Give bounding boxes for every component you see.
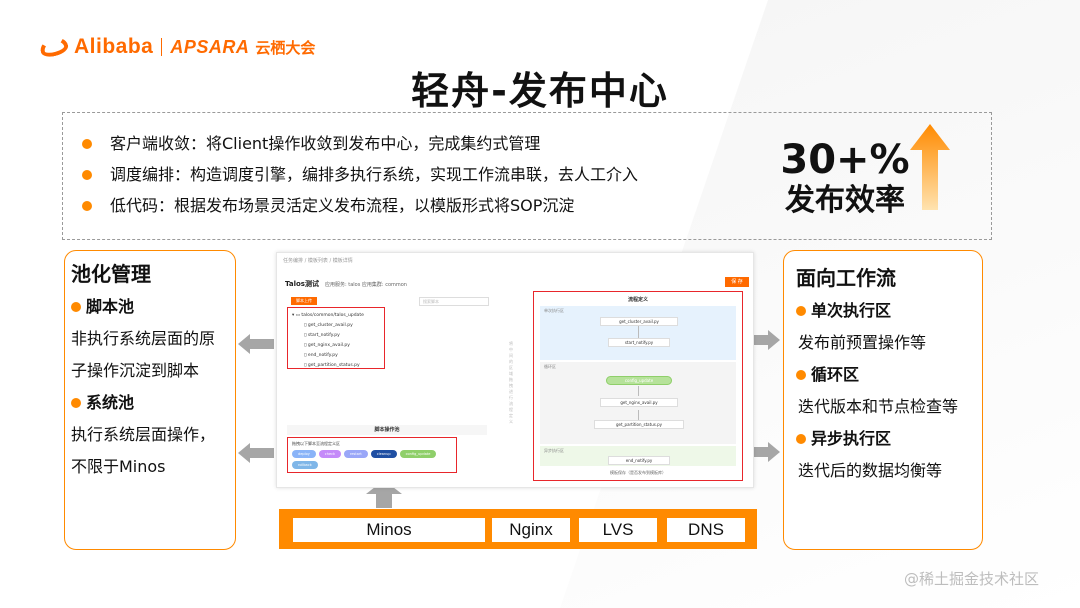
breadcrumb: 任务编排 / 模板列表 / 模板详情 xyxy=(283,258,353,264)
script-chip[interactable]: check xyxy=(318,450,342,458)
file-icon: ▯ xyxy=(304,323,308,328)
script-chip[interactable]: deploy xyxy=(292,450,316,458)
section-line: 非执行系统层面的原 xyxy=(71,329,216,348)
feature-item: 客户端收敛：将Client操作收敛到发布中心，完成集约式管理 xyxy=(82,128,638,159)
script-chip[interactable]: rollback xyxy=(292,461,318,469)
flow-connector xyxy=(638,324,639,338)
feature-list: 客户端收敛：将Client操作收敛到发布中心，完成集约式管理 调度编排：构造调度… xyxy=(82,128,638,221)
bullet-dot-icon xyxy=(71,302,81,312)
section-line: 不限于Minos xyxy=(71,457,166,476)
flow-node[interactable]: get_cluster_avail.py xyxy=(600,317,678,326)
flow-node[interactable]: start_notify.py xyxy=(608,338,670,347)
logo-product: APSARA xyxy=(170,36,250,57)
bullet-dot-icon xyxy=(82,200,92,211)
section-heading: 单次执行区 xyxy=(796,295,970,327)
logo-brand: Alibaba xyxy=(74,35,154,58)
section-heading: 异步执行区 xyxy=(796,423,970,455)
feature-text: 客户端收敛：将Client操作收敛到发布中心，完成集约式管理 xyxy=(110,134,541,153)
middleware-lvs: LVS xyxy=(579,518,657,542)
arrow-left-icon xyxy=(238,334,274,354)
flow-title: 流程定义 xyxy=(627,297,648,303)
stat-value: 30+% xyxy=(780,137,910,183)
tree-file[interactable]: ▯ start_notify.py xyxy=(304,333,340,338)
feature-item: 低代码：根据发布场景灵活定义发布流程，以模版形式将SOP沉淀 xyxy=(82,190,638,221)
arrow-left-icon xyxy=(238,443,274,463)
panel-title: 池化管理 xyxy=(71,262,151,286)
middleware-bar: Minos Nginx LVS DNS xyxy=(279,509,757,549)
middleware-nginx: Nginx xyxy=(492,518,570,542)
section-line: 执行系统层面操作， xyxy=(71,425,216,444)
section-heading: 脚本池 xyxy=(71,291,229,323)
pool-title: 脚本操作池 xyxy=(287,425,487,435)
efficiency-stat: 30+% 发布效率 xyxy=(780,138,910,220)
save-button[interactable]: 保 存 xyxy=(725,277,749,287)
feature-item: 调度编排：构造调度引擎，编排多执行系统，实现工作流串联，去人工介入 xyxy=(82,159,638,190)
feature-text: 低代码：根据发布场景灵活定义发布流程，以模版形式将SOP沉淀 xyxy=(110,196,575,215)
app-meta: 应用服务: talos 应用集群: common xyxy=(324,282,407,288)
flow-footer: 模板保存（是否发布到模板库） xyxy=(610,470,666,475)
feature-text: 调度编排：构造调度引擎，编排多执行系统，实现工作流串联，去人工介入 xyxy=(110,165,639,184)
pool-hint: 拖拽以下脚本至流程定义区 xyxy=(292,441,340,446)
section-heading: 系统池 xyxy=(71,387,229,419)
bullet-dot-icon xyxy=(796,306,806,316)
release-center-screenshot: 任务编排 / 模板列表 / 模板详情 Talos测试应用服务: talos 应用… xyxy=(276,252,754,488)
middleware-minos: Minos xyxy=(293,518,485,542)
flow-node[interactable]: get_nginx_avail.py xyxy=(600,398,678,407)
script-chip[interactable]: cleanup xyxy=(370,450,397,458)
alibaba-smile-icon xyxy=(38,34,70,60)
tree-file[interactable]: ▯ end_notify.py xyxy=(304,353,338,358)
feature-box xyxy=(62,112,992,240)
section-line: 发布前预置操作等 xyxy=(798,333,927,352)
logo-event: 云栖大会 xyxy=(255,39,316,57)
vertical-hint: 将中间的区域拖拽进行流程定义 xyxy=(509,341,513,424)
file-icon: ▯ xyxy=(304,333,308,338)
flow-node[interactable]: get_partition_status.py xyxy=(594,420,684,429)
tree-root[interactable]: ▾ ▭ talos/common/talos_update xyxy=(292,313,364,318)
alibaba-logo: Alibaba APSARA 云栖大会 xyxy=(38,34,316,60)
section-heading: 循环区 xyxy=(796,359,970,391)
flow-definition: 流程定义 单次执行区 循环区 异步执行区 get_cluster_avail.p… xyxy=(533,291,743,481)
flow-node[interactable]: end_notify.py xyxy=(608,456,670,465)
tree-file[interactable]: ▯ get_partition_status.py xyxy=(304,363,360,368)
up-arrow-icon xyxy=(910,124,950,210)
tree-file[interactable]: ▯ get_nginx_avail.py xyxy=(304,343,350,348)
workflow-panel: 面向工作流 单次执行区 发布前预置操作等 循环区 迭代版本和节点检查等 异步执行… xyxy=(783,250,983,550)
watermark: @稀土掘金技术社区 xyxy=(904,570,1040,588)
folder-icon: ▾ ▭ xyxy=(292,313,302,318)
flow-connector xyxy=(638,410,639,420)
bullet-dot-icon xyxy=(82,138,92,149)
section-line: 子操作沉淀到脚本 xyxy=(71,361,200,380)
panel-title: 面向工作流 xyxy=(796,266,896,290)
script-tree: ▾ ▭ talos/common/talos_update ▯ get_clus… xyxy=(287,307,385,369)
bullet-dot-icon xyxy=(82,169,92,180)
script-chip[interactable]: restart xyxy=(344,450,368,458)
bullet-dot-icon xyxy=(796,370,806,380)
bullet-dot-icon xyxy=(71,398,81,408)
pool-management-panel: 池化管理 脚本池 非执行系统层面的原 子操作沉淀到脚本 系统池 执行系统层面操作… xyxy=(64,250,236,550)
bullet-dot-icon xyxy=(796,434,806,444)
logo-divider xyxy=(161,38,163,56)
script-chip[interactable]: config_update xyxy=(399,450,437,458)
file-icon: ▯ xyxy=(304,353,308,358)
stat-label: 发布效率 xyxy=(785,183,905,218)
section-line: 迭代版本和节点检查等 xyxy=(798,397,959,416)
upload-script-button[interactable]: 脚本上传 xyxy=(291,297,317,305)
app-title: Talos测试应用服务: talos 应用集群: common xyxy=(285,280,407,288)
middleware-dns: DNS xyxy=(667,518,745,542)
file-icon: ▯ xyxy=(304,363,308,368)
flow-connector xyxy=(638,386,639,396)
tree-file[interactable]: ▯ get_cluster_avail.py xyxy=(304,323,353,328)
flow-node[interactable]: config_update xyxy=(606,376,672,385)
file-icon: ▯ xyxy=(304,343,308,348)
page-title: 轻舟-发布中心 xyxy=(411,69,669,113)
script-search-input[interactable]: 搜索脚本 xyxy=(419,297,489,306)
section-line: 迭代后的数据均衡等 xyxy=(798,461,943,480)
